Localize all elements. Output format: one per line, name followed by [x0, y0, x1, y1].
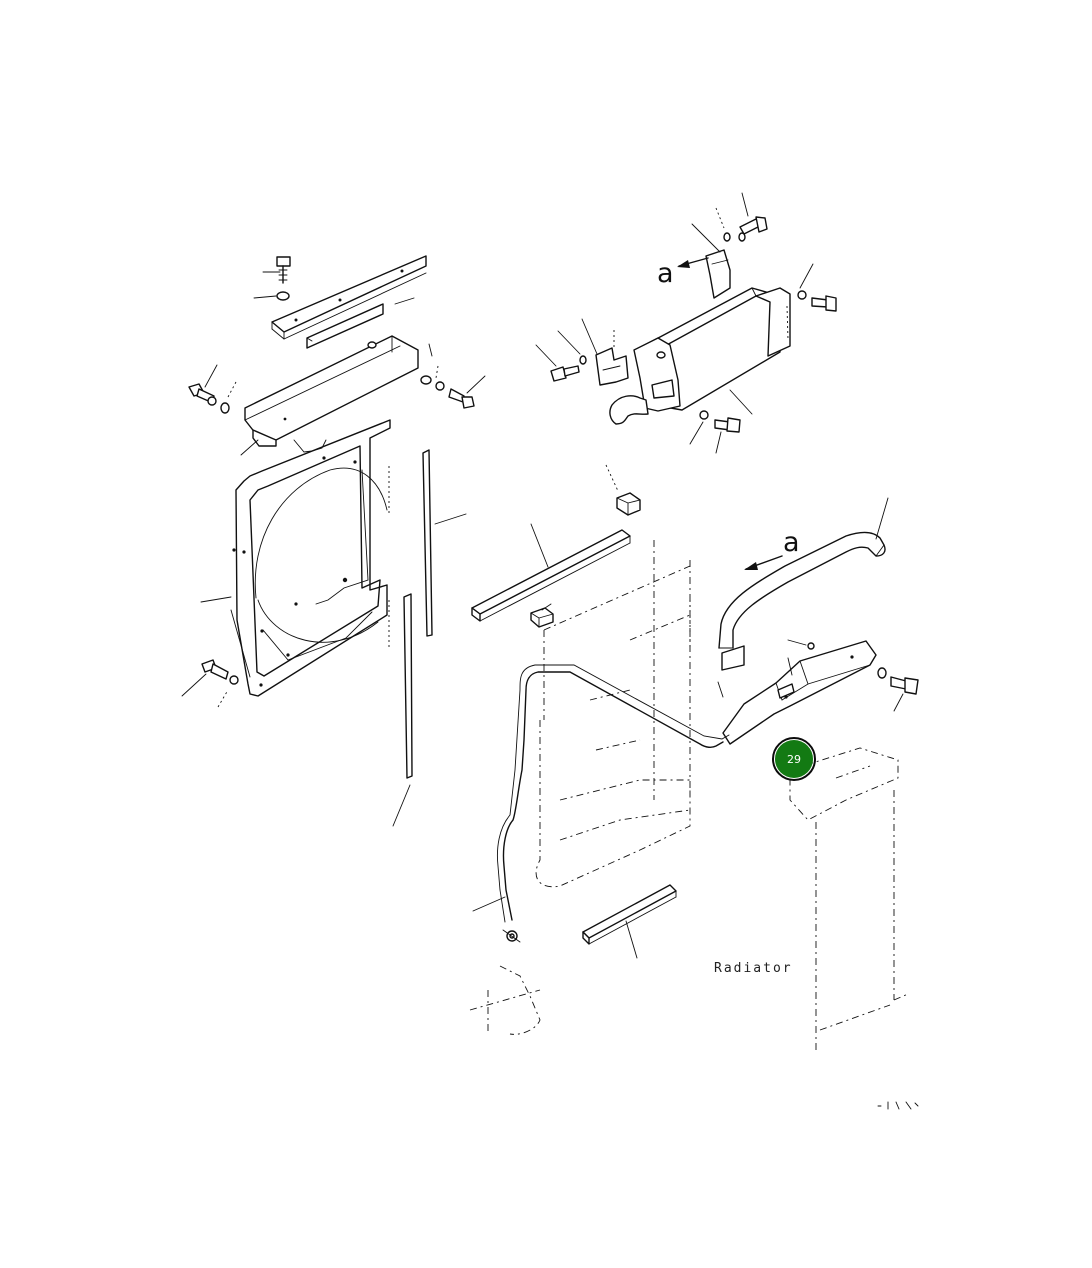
radiator-phantom-outline [469, 540, 909, 1050]
view-label-a-lower: a [783, 527, 800, 558]
cooler-pipe [472, 664, 730, 943]
upper-stay-bracket [240, 335, 433, 456]
left-bolt-set [188, 364, 237, 414]
callout-number: 29 [787, 753, 801, 766]
cooler-brackets [557, 223, 731, 386]
diagonal-seal-strip [471, 523, 631, 622]
drawing-reference-code [877, 1101, 919, 1110]
view-label-a-upper: a [657, 258, 674, 289]
hose-bracket-plate [722, 639, 919, 745]
view-a-arrows: a a [657, 257, 800, 570]
fan-shroud [200, 419, 391, 697]
right-bolt-set [420, 365, 486, 409]
lower-left-bolt-set [181, 659, 239, 708]
cooler-hose [717, 497, 889, 698]
part-callout-29[interactable]: 29 [772, 737, 816, 781]
small-cushion-parts [530, 464, 641, 628]
cooler-bolt-sets [535, 192, 837, 454]
oil-cooler [609, 287, 791, 425]
vertical-seal-strips [392, 449, 467, 827]
lower-seal-strip [582, 884, 677, 959]
upper-mounting-rail-group [253, 255, 427, 349]
radiator-label: Radiator [714, 961, 793, 976]
